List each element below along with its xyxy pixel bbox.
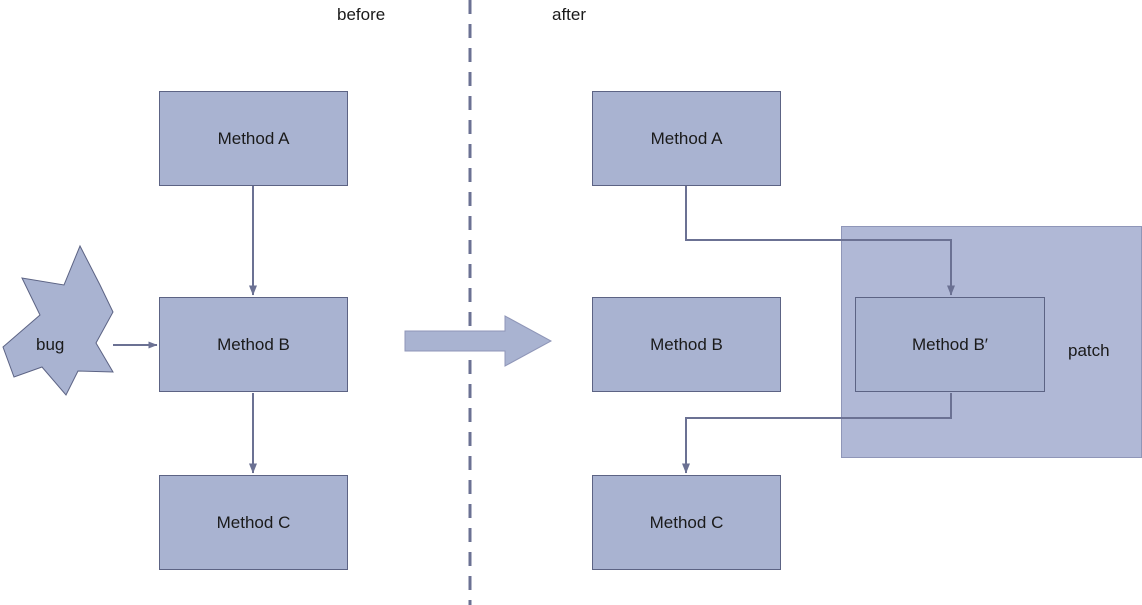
- transition-arrow-icon: [404, 315, 553, 367]
- node-label: Method B′: [912, 334, 988, 354]
- patch-label: patch: [1068, 341, 1110, 360]
- node-label: Method C: [216, 512, 291, 532]
- node-before-method-b[interactable]: Method B: [159, 297, 348, 392]
- node-after-method-a[interactable]: Method A: [592, 91, 781, 186]
- node-after-method-c[interactable]: Method C: [592, 475, 781, 570]
- node-label: Method C: [649, 512, 724, 532]
- node-label: Method A: [650, 128, 723, 148]
- node-after-method-b-prime[interactable]: Method B′: [855, 297, 1045, 392]
- section-title-before: before: [337, 5, 386, 24]
- section-title-after: after: [552, 5, 587, 24]
- node-label: Method B: [650, 334, 723, 354]
- node-before-method-c[interactable]: Method C: [159, 475, 348, 570]
- node-label: Method A: [217, 128, 290, 148]
- bug-star-icon: [2, 244, 114, 396]
- node-before-method-a[interactable]: Method A: [159, 91, 348, 186]
- node-after-method-b[interactable]: Method B: [592, 297, 781, 392]
- node-label: Method B: [217, 334, 290, 354]
- bug-star-label: bug: [36, 335, 65, 354]
